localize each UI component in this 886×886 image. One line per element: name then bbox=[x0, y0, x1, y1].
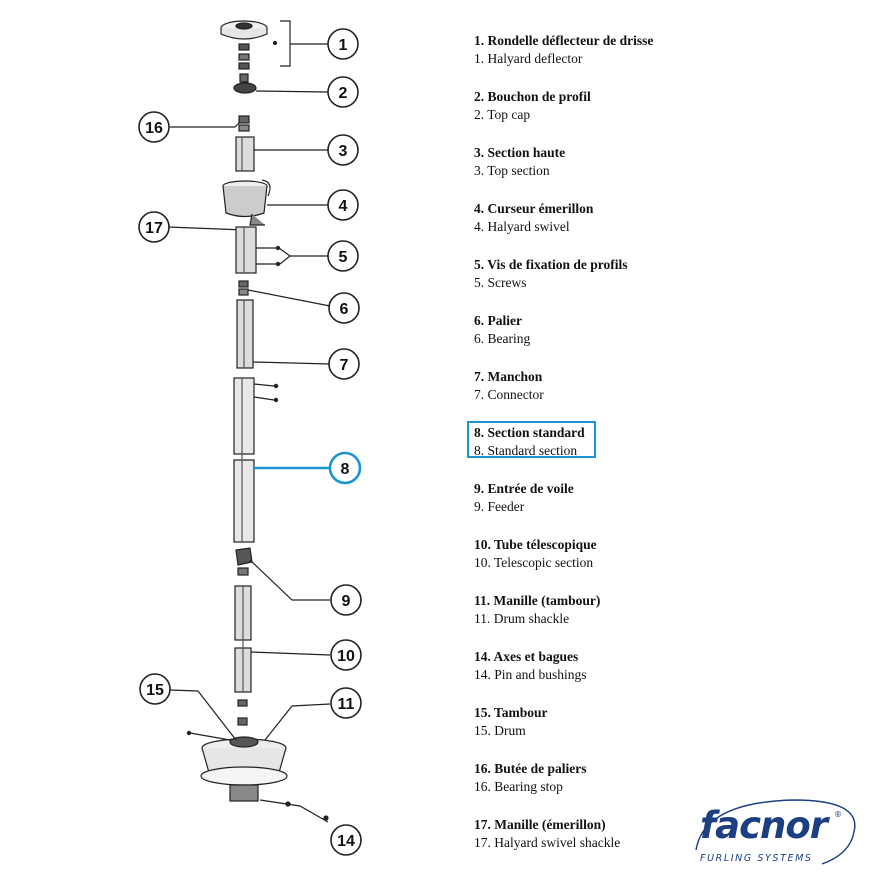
highlight-box bbox=[467, 421, 596, 458]
legend-item-english: 8. Standard section bbox=[474, 443, 578, 458]
part-feeder bbox=[235, 547, 330, 601]
legend-item-english: 3. Top section bbox=[474, 163, 550, 178]
legend-item-french: 17. Manille (émerillon) bbox=[474, 817, 606, 832]
callout-label: 2 bbox=[339, 85, 348, 102]
legend-item: 16. Butée de paliers 16. Bearing stop bbox=[474, 760, 774, 816]
callout-10 bbox=[330, 639, 362, 671]
callout-label: 9 bbox=[342, 593, 351, 610]
logo-wordmark: facnor bbox=[700, 804, 828, 847]
part-connector bbox=[236, 299, 331, 369]
legend-item-french: 2. Bouchon de profil bbox=[474, 89, 591, 104]
callout-label: 6 bbox=[340, 301, 349, 318]
legend-item-highlighted: 8. Section standard 8. Standard section bbox=[474, 424, 774, 480]
callout-label: 7 bbox=[340, 357, 349, 374]
callout-label: 16 bbox=[145, 120, 163, 137]
legend-item-french: 14. Axes et bagues bbox=[474, 649, 579, 664]
legend-item-french: 4. Curseur émerillon bbox=[474, 201, 594, 216]
part-screws bbox=[235, 226, 328, 274]
part-drum bbox=[169, 689, 331, 823]
legend-item: 11. Manille (tambour) 11. Drum shackle bbox=[474, 592, 774, 648]
part-halyard-deflector bbox=[220, 20, 328, 70]
legend-item: 2. Bouchon de profil 2. Top cap bbox=[474, 88, 774, 144]
legend-item-english: 7. Connector bbox=[474, 387, 544, 402]
callout-15 bbox=[139, 673, 171, 705]
legend-item-english: 5. Screws bbox=[474, 275, 527, 290]
facnor-logo: facnor ® FURLING SYSTEMS bbox=[694, 798, 860, 868]
callout-label: 1 bbox=[339, 37, 348, 54]
parts-legend: 1. Rondelle déflecteur de drisse 1. Halya… bbox=[474, 32, 774, 872]
legend-item-english: 6. Bearing bbox=[474, 331, 531, 346]
legend-item-english: 11. Drum shackle bbox=[474, 611, 570, 626]
legend-item-english: 17. Halyard swivel shackle bbox=[474, 835, 621, 850]
callout-14 bbox=[330, 824, 362, 856]
legend-item: 17. Manille (émerillon) 17. Halyard swive… bbox=[474, 816, 774, 872]
part-halyard-swivel bbox=[167, 179, 328, 231]
legend-item: 9. Entrée de voile 9. Feeder bbox=[474, 480, 774, 536]
legend-item-french: 9. Entrée de voile bbox=[474, 481, 574, 496]
legend-item-french: 8. Section standard bbox=[474, 425, 585, 440]
legend-item: 15. Tambour 15. Drum bbox=[474, 704, 774, 760]
callout-1 bbox=[327, 28, 359, 60]
callout-label: 14 bbox=[337, 833, 355, 850]
legend-item: 7. Manchon 7. Connector bbox=[474, 368, 774, 424]
callout-17 bbox=[138, 211, 170, 243]
callout-5 bbox=[327, 240, 359, 272]
callout-6 bbox=[328, 292, 360, 324]
legend-item-english: 2. Top cap bbox=[474, 107, 531, 122]
legend-item: 5. Vis de fixation de profils 5. Screws bbox=[474, 256, 774, 312]
callout-11 bbox=[330, 687, 362, 719]
callout-9 bbox=[330, 584, 362, 616]
part-telescopic-section bbox=[234, 585, 331, 693]
legend-item-english: 14. Pin and bushings bbox=[474, 667, 587, 682]
callout-7 bbox=[328, 348, 360, 380]
legend-item-french: 6. Palier bbox=[474, 313, 522, 328]
legend-item-french: 5. Vis de fixation de profils bbox=[474, 257, 628, 272]
callout-label: 3 bbox=[339, 143, 348, 160]
logo-registered-mark: ® bbox=[834, 810, 842, 819]
logo-swoosh-icon bbox=[695, 799, 856, 865]
legend-item-french: 7. Manchon bbox=[474, 369, 543, 384]
callout-8 bbox=[328, 451, 362, 485]
legend-item: 6. Palier 6. Bearing bbox=[474, 312, 774, 368]
legend-item-french: 3. Section haute bbox=[474, 145, 566, 160]
legend-item-english: 1. Halyard deflector bbox=[474, 51, 583, 66]
legend-item: 4. Curseur émerillon 4. Halyard swivel bbox=[474, 200, 774, 256]
legend-item-english: 10. Telescopic section bbox=[474, 555, 594, 570]
part-bearing-stop bbox=[170, 115, 250, 132]
callout-label: 4 bbox=[339, 198, 348, 215]
legend-item: 14. Axes et bagues 14. Pin and bushings bbox=[474, 648, 774, 704]
part-standard-section bbox=[233, 377, 330, 543]
legend-item-english: 16. Bearing stop bbox=[474, 779, 563, 794]
legend-item-french: 15. Tambour bbox=[474, 705, 548, 720]
callout-label: 8 bbox=[341, 461, 350, 478]
callout-labels: 1 2 3 4 5 6 7 8 9 10 11 14 15 16 17 bbox=[145, 37, 355, 850]
part-top-cap bbox=[233, 73, 329, 94]
callout-label: 5 bbox=[339, 249, 348, 266]
legend-item-french: 1. Rondelle déflecteur de drisse bbox=[474, 33, 654, 48]
callout-4 bbox=[327, 189, 359, 221]
callout-label: 17 bbox=[145, 220, 163, 237]
legend-item-french: 16. Butée de paliers bbox=[474, 761, 587, 776]
legend-item-english: 15. Drum bbox=[474, 723, 526, 738]
callout-label: 15 bbox=[146, 682, 164, 699]
callout-16 bbox=[138, 111, 170, 143]
part-top-section bbox=[235, 136, 328, 172]
logo-tagline: FURLING SYSTEMS bbox=[700, 853, 813, 864]
legend-item: 10. Tube télescopique 10. Telescopic sect… bbox=[474, 536, 774, 592]
part-bearing bbox=[238, 280, 331, 307]
callouts bbox=[138, 28, 362, 856]
legend-item: 3. Section haute 3. Top section bbox=[474, 144, 774, 200]
legend-item-english: 4. Halyard swivel bbox=[474, 219, 570, 234]
legend-item-french: 10. Tube télescopique bbox=[474, 537, 597, 552]
legend-item: 1. Rondelle déflecteur de drisse 1. Halya… bbox=[474, 32, 774, 88]
callout-label: 11 bbox=[338, 696, 355, 713]
legend-item-english: 9. Feeder bbox=[474, 499, 525, 514]
callout-2 bbox=[327, 76, 359, 108]
callout-label: 10 bbox=[337, 648, 355, 665]
legend-item-french: 11. Manille (tambour) bbox=[474, 593, 601, 608]
callout-3 bbox=[327, 134, 359, 166]
